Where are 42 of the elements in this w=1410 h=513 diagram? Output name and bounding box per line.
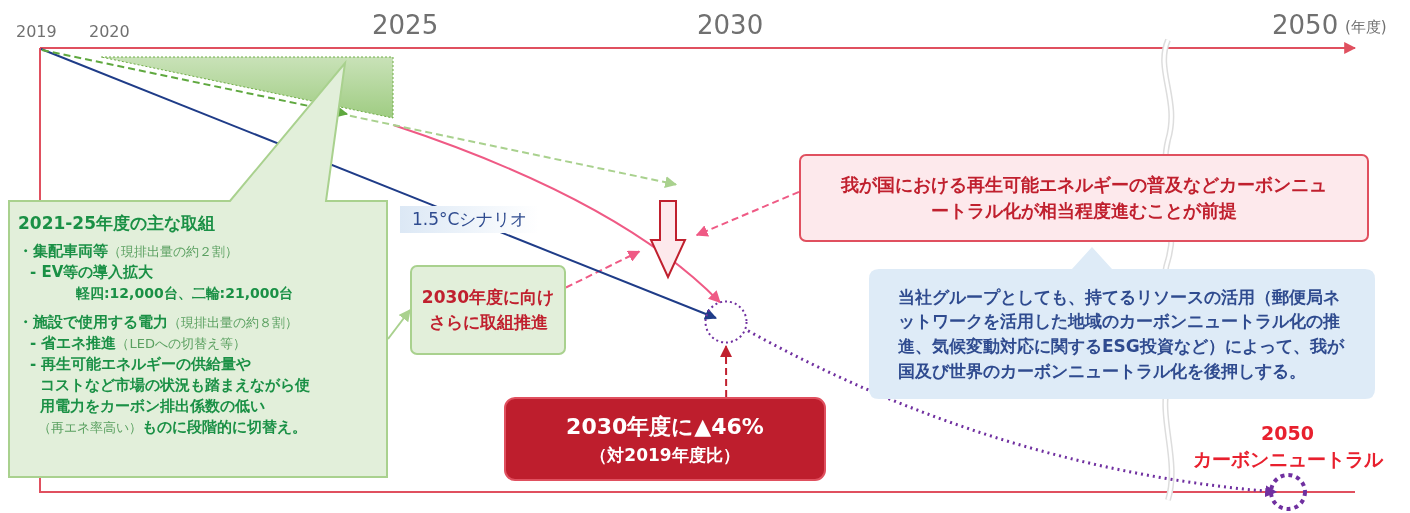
reduction-band xyxy=(100,56,394,119)
note-box xyxy=(410,265,566,355)
note-text: （対2019年度比） xyxy=(590,443,740,467)
year-label: 2030 xyxy=(697,10,764,40)
arrow xyxy=(348,114,678,189)
year-label: 2050 xyxy=(1272,10,1339,40)
callout-heading: 2021-25年度の主な取組 xyxy=(18,212,217,235)
year-label: 2025 xyxy=(372,10,439,40)
arrow xyxy=(695,190,800,237)
down-block-arrow xyxy=(650,200,686,278)
note-text: （LEDへの切替え等） xyxy=(116,336,246,351)
item-text: 軽四:12,000台、二輪:21,000台 xyxy=(76,285,294,301)
arrow xyxy=(565,250,641,289)
box-text: 2030年度に向けさらに取組推進 xyxy=(420,286,556,334)
item-text: - 省エネ推進 xyxy=(30,334,117,352)
callout-box xyxy=(8,60,389,479)
arrow xyxy=(387,309,411,340)
arrow xyxy=(720,345,733,398)
target-box xyxy=(504,397,826,481)
arrow xyxy=(41,49,349,118)
year-label: 2019 xyxy=(16,22,57,41)
item-text: ・集配車両等 xyxy=(18,242,108,260)
arrow xyxy=(393,124,721,304)
note-text: （現排出量の約８割） xyxy=(168,315,298,330)
item-text: - EV等の導入拡大 xyxy=(30,263,154,281)
axis-unit: (年度) xyxy=(1345,18,1387,37)
item-text: - 再生可能エネルギーの供給量や xyxy=(30,355,252,373)
year-label: 2020 xyxy=(89,22,130,41)
target-circle xyxy=(1268,472,1308,512)
item-text: コストなど市場の状況も踏まえながら使用電力をカーボン排出係数の低い xyxy=(40,376,310,415)
premise-box xyxy=(799,154,1369,242)
box-text: 我が国における再生可能エネルギーの普及などカーボンニュートラル化が相当程度進むことが前提 xyxy=(839,172,1328,223)
note-text: （現排出量の約２割） xyxy=(108,244,238,259)
item-text: ・施設で使用する電力 xyxy=(18,313,168,331)
box-text: 当社グループとしても、持てるリソースの活用（郵便局ネットワークを活用した地域のカーボンニュートラル化の推進、気候変動対応に関するESG投資など）によって、我が国及び世界のカーボンニュートラル化を後押しする。 xyxy=(898,285,1346,383)
item-text: ものに段階的に切替え。 xyxy=(142,418,307,436)
target-circle xyxy=(704,300,748,344)
arrow xyxy=(747,329,1278,497)
speech-bubble xyxy=(868,246,1376,400)
note-text: （再エネ率高い） xyxy=(38,420,142,435)
box-text: 2030年度に▲46% xyxy=(566,412,764,441)
milestone-label: 2050 カーボンニュートラル xyxy=(1191,421,1384,472)
